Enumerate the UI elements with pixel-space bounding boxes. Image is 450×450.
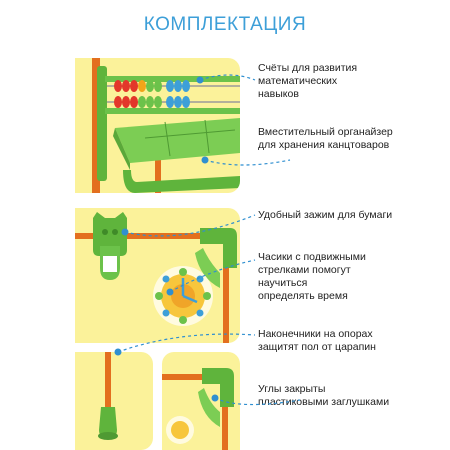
feature-tips: Наконечники на опорах защитят пол от цар… xyxy=(258,328,376,353)
corner-cap-icon xyxy=(162,368,234,450)
abacus-panel xyxy=(75,58,240,193)
feature-organizer: Вместительный органайзер для хранения ка… xyxy=(258,126,393,151)
feature-corners: Углы закрыты пластиковыми заглушками xyxy=(258,383,390,408)
abacus-icon xyxy=(92,58,240,193)
feature-abacus: Счёты для развития математических навыко… xyxy=(258,62,358,100)
corner-panel xyxy=(162,352,240,450)
page-title: КОМПЛЕКТАЦИЯ xyxy=(143,14,307,35)
feature-clock: Часики с подвижными стрелками помогут на… xyxy=(258,251,366,302)
clip-clock-panel xyxy=(75,208,240,343)
feature-clip: Удобный зажим для бумаги xyxy=(258,209,393,221)
leg-tip-panel xyxy=(75,352,153,450)
paper-clip-icon xyxy=(93,212,127,280)
leg-tip-icon xyxy=(98,352,118,440)
clock-icon xyxy=(153,266,213,326)
